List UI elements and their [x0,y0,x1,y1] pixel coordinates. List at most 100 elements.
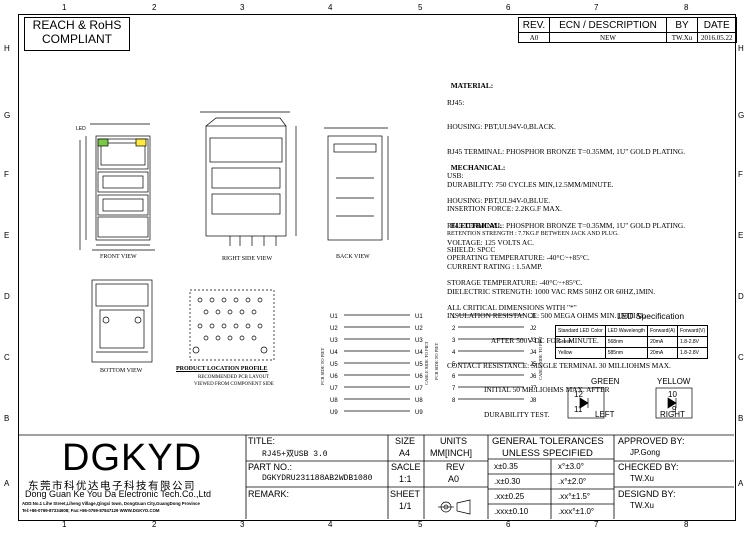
front-view-label: FRONT VIEW [100,254,137,260]
reach-line-1: REACH & RoHS [32,18,122,32]
usb-pin-label: U7 [330,386,338,392]
usb-pin-label: U1 [415,314,423,320]
usb-pin-label: U7 [415,386,423,392]
ruler-col-1: 1 [62,520,67,529]
ruler-row-b: B [4,414,10,423]
ruler-col-7: 7 [594,520,599,529]
material-line: RJ45: [447,97,465,107]
tolerance-linear: .x±0.30 [494,477,521,486]
units-label: UNITS [440,436,467,446]
ruler-row-a: A [4,479,10,488]
material-line: RJ45 TERMINAL: PHOSPHOR BRONZE T=0.35MM,… [447,220,686,230]
ruler-col-2: 2 [152,3,157,12]
ruler-col-8: 8 [684,520,689,529]
scale-label: SACLE [391,462,421,472]
electrical-line: INITIAL 50 MILLIOHMS MAX. AFTER [447,385,610,395]
left-label: LEFT [595,410,615,419]
remark-label: REMARK: [248,489,290,499]
rj45-pins-right: J1 J2 J3 J4 J5 J6 J7 J8 [530,311,536,407]
revision-table: REV. ECN / DESCRIPTION BY DATE A0 NEW TW… [518,17,737,43]
usb-pin-label: U8 [415,398,423,404]
ruler-col-4: 4 [328,3,333,12]
mechanical-section: MECHANICAL: DURABILITY: 750 CYCLES MIN,1… [447,156,619,320]
tolerance-linear: .xxx±0.10 [494,507,529,516]
part-no-value: DGKYDRU231188AB2WDB1080 [262,474,373,483]
yellow-led-icon [135,138,147,147]
projection-symbol-icon [438,499,471,515]
green-label: GREEN [591,377,620,386]
right-side-view-label: RIGHT SIDE VIEW [222,256,273,262]
ruler-col-3: 3 [240,520,245,529]
ruler-col-1: 1 [62,3,67,12]
ruler-row-d: D [4,292,10,301]
ruler-col-5: 5 [418,520,423,529]
ruler-row-e: E [738,231,744,240]
electrical-line: VOLTAGE: 125 VOLTS AC. [447,237,535,247]
usb-pin-lines [344,314,410,412]
ruler-row-e: E [4,231,10,240]
usb-pin-label: U4 [330,350,338,356]
material-line: HOUSING: PBT,UL94V-0,BLUE. [447,196,551,206]
usb-pin-label: U3 [415,338,423,344]
pcb-layout-drawing [189,289,275,361]
ruler-row-f: F [738,170,743,179]
usb-pin-label: U5 [330,362,338,368]
size-value: A4 [399,448,411,458]
sheet-value: 1/1 [399,501,412,511]
rj45-pin-label: J3 [530,338,537,344]
usb-pin-label: U9 [330,410,338,416]
rj45-pin-label: J5 [530,362,537,368]
electrical-line: DURABILITY TEST. [447,409,550,419]
rj45-pin-label: 1 [452,314,456,320]
top-ruler: 1 2 3 4 5 6 7 8 [18,3,736,13]
part-no-label: PART NO.: [248,462,293,472]
usb-pins-right: U1 U2 U3 U4 U5 U6 U7 U8 U9 [415,311,423,419]
approved-by-label: APPROVED BY: [618,436,685,446]
electrical-line: CURRENT RATING : 1.5AMP. [447,262,543,272]
drawing-frame [18,14,736,521]
company-name-en: Dong Guan Ke You Da Electronic Tech.Co.,… [25,489,211,499]
by-value: TW.Xu [666,32,698,43]
scale-value: 1:1 [399,474,412,484]
title-value: RJ45+双USB 3.0 [262,450,328,459]
usb-pin-label: U6 [330,374,338,380]
rj45-pin-label: 6 [452,374,456,380]
rj45-pin-label: J2 [530,326,537,332]
mechanical-line: RETENTION STRENGTH : 7.7KG.F BETWEEN JAC… [447,230,619,237]
ruler-col-3: 3 [240,3,245,12]
green-diode-icon [567,387,605,419]
tolerance-subtitle: UNLESS SPECIFIED [502,448,593,459]
title-label: TITLE: [248,436,276,446]
green-pin-a: 12 [574,390,583,399]
yellow-diode-icon [655,387,693,419]
ruler-col-2: 2 [152,520,157,529]
led-spec-title: LED Specification [617,311,685,321]
rev-block-value: A0 [448,474,460,484]
rj45-pin-label: J1 [530,314,537,320]
usb-pin-label: U6 [415,374,423,380]
material-line: HOUSING: PBT,UL94V-0,BLACK. [447,122,556,132]
approved-by-value: JP.Gong [630,448,661,457]
rj45-pin-label: J7 [530,386,537,392]
electrical-line: CONTACT RESISTANCE: SINGLE TERMINAL 30 M… [447,360,671,370]
usb-pin-label: U8 [330,398,338,404]
front-view-drawing [79,123,155,251]
ruler-col-6: 6 [506,3,511,12]
pcb-note-2: VIEWED FROM COMPONENT SIDE [194,382,274,387]
ruler-row-g: G [738,111,745,120]
connector-drawings [79,111,693,419]
led-cell: 585nm [604,347,649,359]
material-title: MATERIAL: [450,81,494,91]
tolerance-angular: .xxx°±1.0° [558,507,595,516]
rj45-pin-label: J4 [530,350,537,356]
rj45-pin-label: 3 [452,338,456,344]
yellow-pin-a: 10 [668,390,677,399]
usb-pin-label: U3 [330,338,338,344]
company-address: ADD:No.1 Lihe Street,Liheng Village,Qing… [22,501,200,506]
material-line: SHIELD: SPCC [447,245,496,255]
pcb-profile-label: PRODUCT LOCATION PROFILE [176,366,268,372]
led-callout: LED [76,126,86,132]
ruler-row-c: C [4,353,10,362]
designed-by-label: DESIGND BY: [618,489,676,499]
usb-pin-label: U9 [415,410,423,416]
